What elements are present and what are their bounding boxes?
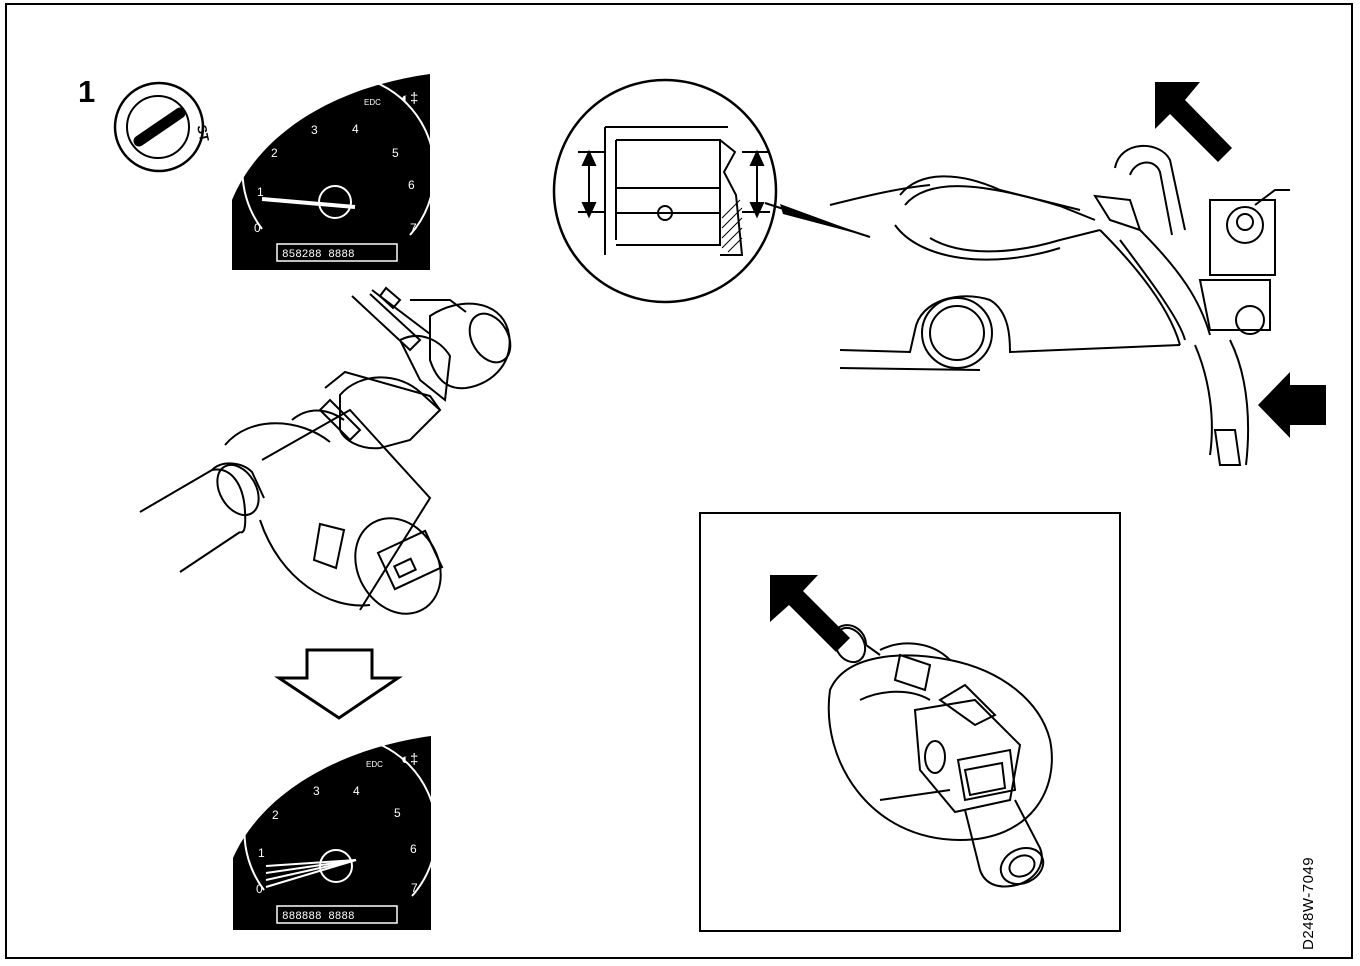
tick-label: 4 [352, 122, 359, 136]
ignition-st-label: ST [194, 124, 212, 143]
tick-label: 4 [353, 784, 360, 798]
hollow-down-arrow-icon [274, 648, 403, 720]
tick-label: 0 [256, 882, 263, 896]
tick-label: 7 [410, 221, 417, 235]
svg-text:EDC: EDC [364, 98, 381, 107]
tick-label: 2 [271, 146, 278, 160]
magnified-detail [552, 78, 871, 304]
svg-text:◐‡: ◐‡ [401, 751, 418, 768]
page-border [5, 3, 1353, 959]
tachometer-icon: 858288 8888 ◐‡ EDC 0 1 2 3 4 5 6 7 [232, 74, 436, 270]
tick-label: 3 [311, 123, 318, 137]
hose-assembly [829, 145, 1290, 466]
tick-label: 5 [392, 146, 399, 160]
tick-label: 7 [411, 881, 418, 895]
valve-connector-icon [827, 624, 1053, 888]
reference-code: D248W-7049 [1300, 856, 1317, 950]
svg-text:888888 8888: 888888 8888 [282, 911, 355, 923]
svg-text:858288 8888: 858288 8888 [282, 249, 355, 261]
tick-label: 5 [394, 806, 401, 820]
tick-label: 6 [410, 842, 417, 856]
valve-detail-box [699, 512, 1121, 932]
pipe-valve-assembly [139, 299, 512, 615]
tick-label: 6 [408, 178, 415, 192]
solid-arrow-icon [1258, 372, 1326, 438]
solid-arrow-icon [770, 575, 850, 652]
tick-label: 2 [272, 808, 279, 822]
tick-label: 1 [257, 185, 264, 199]
tick-label: 3 [313, 784, 320, 798]
tachometer-icon: 888888 8888 ◐‡ EDC 0 1 2 3 4 5 6 7 [233, 735, 438, 930]
ignition-switch-icon: ST [113, 81, 212, 173]
svg-text:◐‡: ◐‡ [401, 90, 418, 107]
solid-arrow-icon [1155, 82, 1232, 162]
svg-text:EDC: EDC [366, 760, 383, 769]
pliers-icon [351, 286, 431, 352]
step-number: 1 [78, 74, 96, 109]
tick-label: 1 [258, 846, 265, 860]
tick-label: 0 [254, 221, 261, 235]
